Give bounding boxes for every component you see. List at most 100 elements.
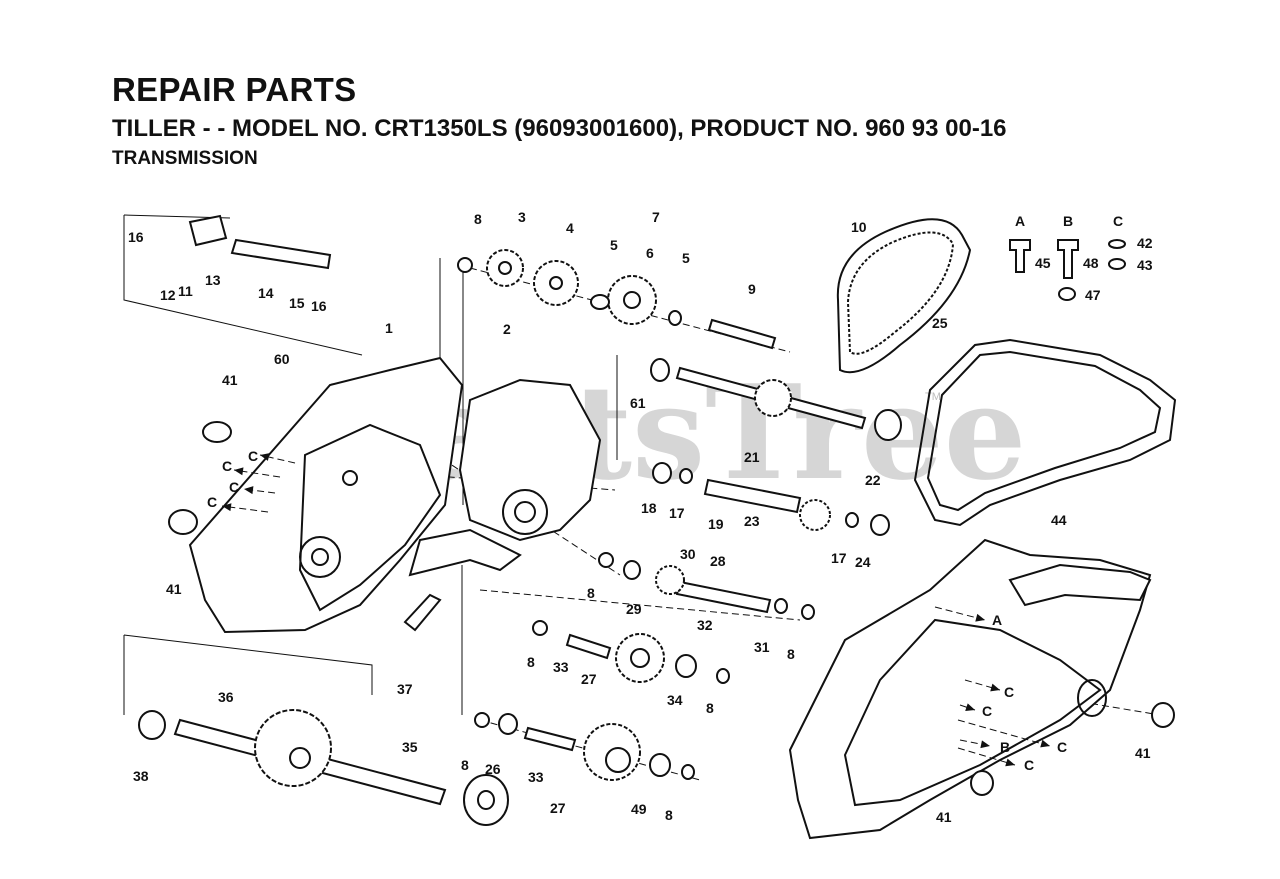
- part-callout: 23: [744, 513, 760, 529]
- arrow-letter: C: [1004, 684, 1014, 700]
- part-callout: 45: [1035, 255, 1051, 271]
- part-callout: 2: [503, 321, 511, 337]
- part-callout: 34: [667, 692, 683, 708]
- part-callout: 17: [831, 550, 847, 566]
- arrow-letter: C: [207, 494, 217, 510]
- chain-case-half: [458, 378, 602, 542]
- arrow-line: [957, 747, 1016, 766]
- legend-b: B: [1063, 213, 1073, 229]
- part-callout: 19: [708, 516, 724, 532]
- part-callout: 5: [682, 250, 690, 266]
- part-callout: 33: [528, 769, 544, 785]
- arrow-letter: C: [229, 479, 239, 495]
- part-callout: 12: [160, 287, 176, 303]
- part-callout: 7: [652, 209, 660, 225]
- arrow-line: [934, 606, 986, 621]
- arrow-head: [222, 503, 232, 512]
- arrow-marker: A: [934, 606, 1002, 628]
- arrow-line: [259, 454, 296, 464]
- arrow-letter: C: [1024, 757, 1034, 773]
- arrow-head: [1005, 758, 1015, 767]
- part-callout: 49: [631, 801, 647, 817]
- part-callout: 61: [630, 395, 646, 411]
- part-callout: 26: [485, 761, 501, 777]
- part-callout: 18: [641, 500, 657, 516]
- part-callout: 38: [133, 768, 149, 784]
- part-callout: 41: [166, 581, 182, 597]
- arrow-marker: C: [957, 747, 1034, 773]
- part-callout: 8: [587, 585, 595, 601]
- arrow-letter: C: [1057, 739, 1067, 755]
- arrow-head: [234, 467, 244, 476]
- part-callout: 60: [274, 351, 290, 367]
- arrow-letter: C: [982, 703, 992, 719]
- page-subtitle: TILLER - - MODEL NO. CRT1350LS (96093001…: [112, 115, 1007, 142]
- arrow-head: [965, 703, 975, 711]
- part-callout: 8: [527, 654, 535, 670]
- part-callout: 8: [474, 211, 482, 227]
- section-title: TRANSMISSION: [112, 148, 258, 169]
- arrow-letter: C: [222, 458, 232, 474]
- part-callout: 42: [1137, 235, 1153, 251]
- part-callout: 16: [128, 229, 144, 245]
- part-callout: 33: [553, 659, 569, 675]
- part-callout: 29: [626, 601, 642, 617]
- arrow-marker: C: [207, 494, 269, 513]
- part-callout: 6: [646, 245, 654, 261]
- part-callout: 21: [744, 449, 760, 465]
- part-callout: 44: [1051, 512, 1067, 528]
- arrow-marker: C: [957, 719, 1067, 755]
- arrow-line: [964, 679, 1001, 691]
- part-callout: 31: [754, 639, 770, 655]
- part-callout: 11: [178, 283, 193, 299]
- arrow-marker: C: [248, 448, 296, 464]
- part-callout: 17: [669, 505, 685, 521]
- part-callout: 36: [218, 689, 234, 705]
- right-housing: [788, 538, 1152, 840]
- part-callout: 48: [1083, 255, 1099, 271]
- arrow-head: [980, 740, 990, 749]
- part-callout: 8: [787, 646, 795, 662]
- bearings-and-washers: [138, 214, 1175, 826]
- arrow-head: [260, 453, 270, 461]
- arrow-marker: C: [959, 703, 992, 719]
- part-callout: 35: [402, 739, 418, 755]
- part-callout: 27: [581, 671, 597, 687]
- part-callout: 9: [748, 281, 756, 297]
- part-callout: 8: [665, 807, 673, 823]
- arrow-letter: A: [992, 612, 1002, 628]
- legend-c: C: [1113, 213, 1123, 229]
- case-seal: [913, 338, 1177, 527]
- arrow-marker: B: [959, 739, 1010, 755]
- part-callout: 37: [397, 681, 413, 697]
- arrow-head: [1040, 739, 1050, 748]
- part-callout: 3: [518, 209, 526, 225]
- part-callout: 10: [851, 219, 867, 235]
- part-callout: 30: [680, 546, 696, 562]
- part-callout: 41: [222, 372, 238, 388]
- legend-a: A: [1015, 213, 1025, 229]
- part-callout: 1: [385, 320, 393, 336]
- part-callout: 5: [610, 237, 618, 253]
- gears: [254, 249, 831, 787]
- part-callout: 24: [855, 554, 871, 570]
- part-callout: 47: [1085, 287, 1101, 303]
- part-callout: 16: [311, 298, 327, 314]
- arrow-head: [244, 486, 254, 495]
- part-callout: 8: [706, 700, 714, 716]
- arrow-head: [990, 683, 1000, 692]
- part-callout: 14: [258, 285, 274, 301]
- part-callout: 25: [932, 315, 948, 331]
- part-callout: 15: [289, 295, 305, 311]
- arrow-letter: B: [1000, 739, 1010, 755]
- left-housing: [188, 356, 522, 634]
- drive-chain: [836, 218, 972, 374]
- part-callout: 28: [710, 553, 726, 569]
- part-callout: 41: [1135, 745, 1151, 761]
- part-callout: 4: [566, 220, 574, 236]
- part-callout: 41: [936, 809, 952, 825]
- part-callout: 13: [205, 272, 221, 288]
